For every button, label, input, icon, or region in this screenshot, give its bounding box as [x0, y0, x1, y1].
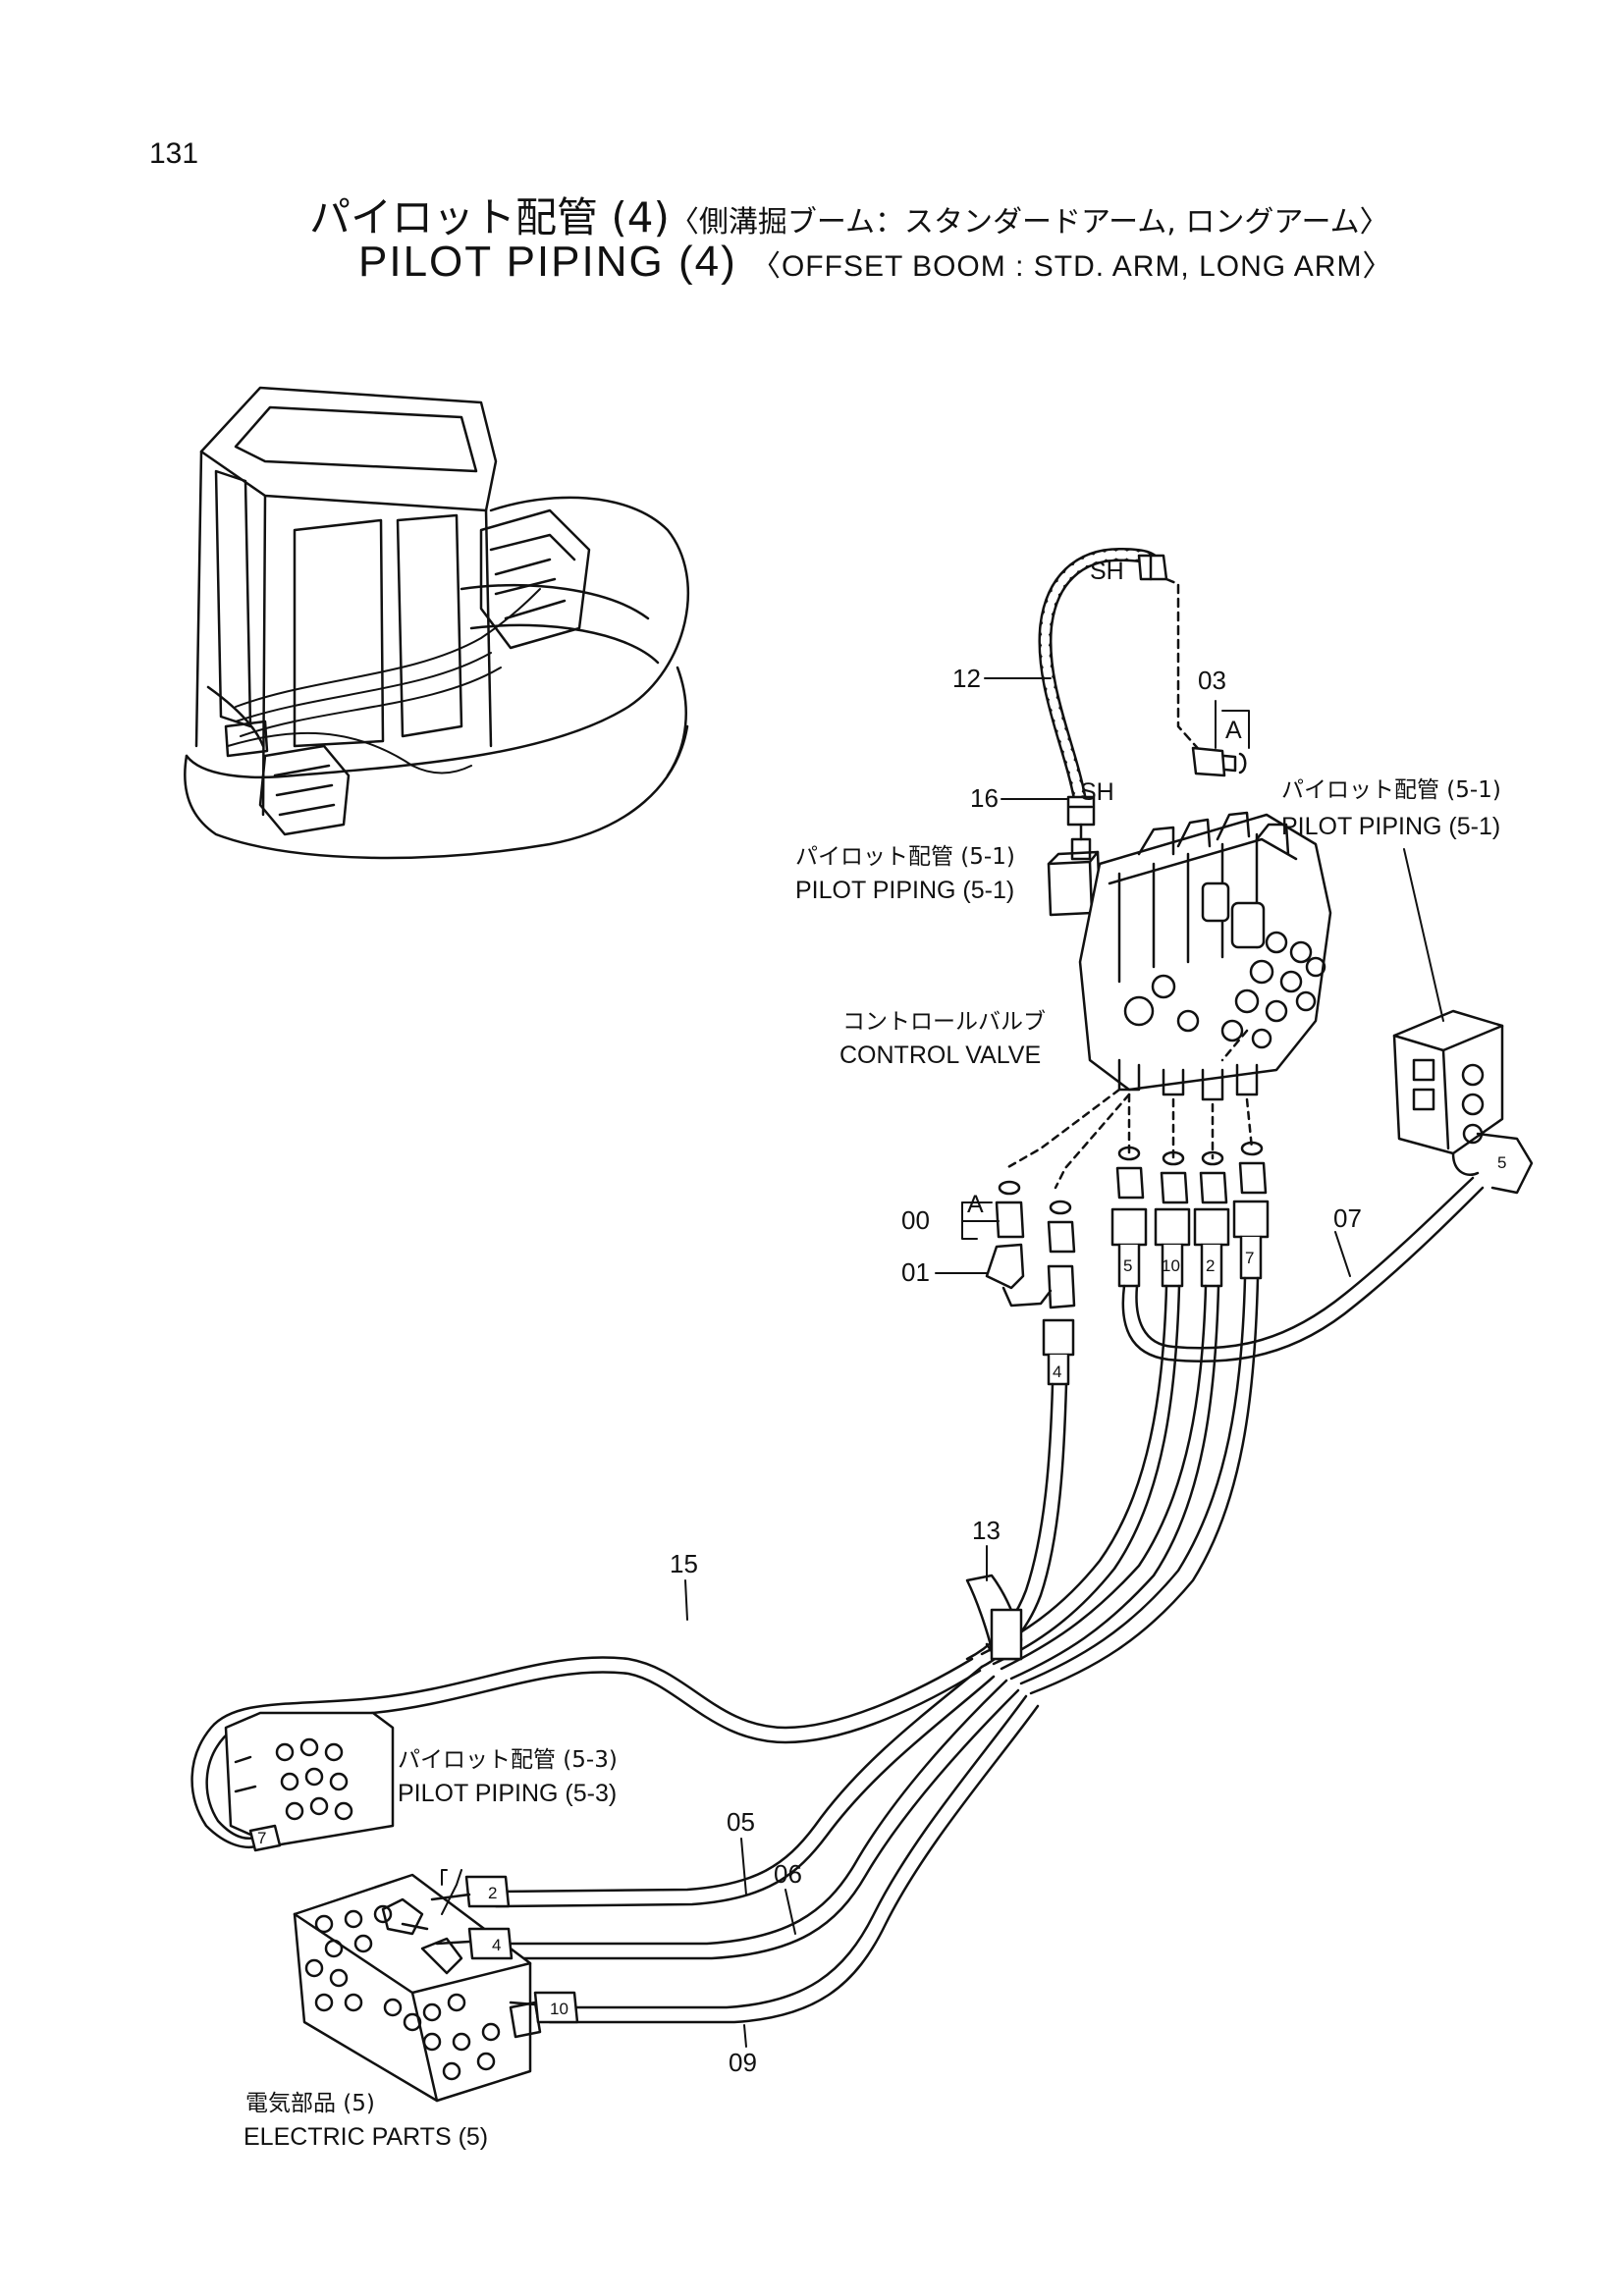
title-jp-main: パイロット配管 (4) — [309, 193, 670, 241]
pilot-piping-5-3-block — [224, 1711, 395, 1852]
ref-electric-parts-jp: 電気部品 (5) — [245, 2091, 375, 2116]
callout-06: 06 — [774, 1859, 802, 1889]
callout-00: 00 — [901, 1205, 930, 1235]
title-english: PILOT PIPING (4) 〈OFFSET BOOM : STD. ARM… — [358, 238, 1392, 287]
marker-sh-top: SH — [1090, 558, 1124, 585]
hose-tag-5: 5 — [1123, 1256, 1132, 1275]
ref-pilot-5-1-upper-en: PILOT PIPING (5-1) — [1281, 813, 1500, 840]
callout-leaders — [441, 677, 1351, 2048]
hose-tag-4-left: 4 — [492, 1936, 501, 1954]
hose-tag-7: 7 — [1245, 1249, 1254, 1267]
excavator-body-illustration — [184, 386, 689, 860]
adapter-fittings-row — [985, 1141, 1268, 1309]
leader-sh-to-03 — [1164, 577, 1205, 756]
ref-control-valve-en: CONTROL VALVE — [839, 1041, 1041, 1069]
leader-5-1-right — [1403, 848, 1444, 1022]
hose-tag-2-left: 2 — [488, 1884, 497, 1902]
ref-control-valve-jp: コントロールバルブ — [842, 1009, 1046, 1035]
hose-tag-2: 2 — [1206, 1256, 1215, 1275]
title-japanese: パイロット配管 (4)〈側溝掘ブーム：スタンダードアーム, ロングアーム〉 — [309, 185, 1389, 244]
hose-tag-5-right: 5 — [1497, 1153, 1506, 1172]
page-number: 131 — [149, 137, 199, 170]
hose-tag-10: 10 — [1162, 1256, 1180, 1275]
callout-16: 16 — [970, 783, 999, 813]
title-en-sub: 〈OFFSET BOOM : STD. ARM, LONG ARM〉 — [750, 250, 1393, 283]
callout-03: 03 — [1198, 666, 1226, 695]
ref-pilot-5-3-jp: パイロット配管 (5-3) — [398, 1747, 618, 1773]
hose-tag-4: 4 — [1053, 1362, 1061, 1381]
callout-01: 01 — [901, 1257, 930, 1287]
title-en-main: PILOT PIPING (4) — [358, 238, 737, 286]
callout-07: 07 — [1333, 1203, 1362, 1233]
marker-a-lower: A — [967, 1191, 984, 1218]
callout-15: 15 — [670, 1549, 698, 1578]
callout-13: 13 — [972, 1516, 1001, 1545]
ref-pilot-5-3-en: PILOT PIPING (5-3) — [398, 1780, 617, 1807]
hose-bundle — [190, 1176, 1485, 2024]
callout-09: 09 — [729, 2048, 757, 2077]
ref-pilot-5-1-left-jp: パイロット配管 (5-1) — [795, 844, 1015, 870]
ref-pilot-5-1-left-en: PILOT PIPING (5-1) — [795, 877, 1014, 904]
ref-electric-parts-en: ELECTRIC PARTS (5) — [243, 2123, 488, 2151]
hose-end-fittings — [1042, 1200, 1270, 1386]
hose-tag-7-left: 7 — [257, 1829, 266, 1847]
port-leaders — [1004, 1029, 1254, 1190]
callout-12: 12 — [952, 664, 981, 693]
fitting-03 — [1191, 746, 1247, 777]
title-jp-sub: 〈側溝掘ブーム：スタンダードアーム, ロングアーム〉 — [669, 205, 1389, 240]
callout-05: 05 — [727, 1807, 755, 1837]
ref-pilot-5-1-upper-jp: パイロット配管 (5-1) — [1281, 777, 1501, 803]
lower-hose-end-fittings — [430, 1869, 579, 2024]
pilot-valve-box-right — [1392, 1009, 1534, 1195]
hose-tag-10-left: 10 — [550, 2000, 568, 2018]
electric-parts-valve-block — [293, 1873, 542, 2103]
marker-sh-bottom: SH — [1080, 778, 1114, 806]
marker-a-upper: A — [1225, 717, 1242, 744]
control-valve-illustration — [1078, 811, 1332, 1101]
